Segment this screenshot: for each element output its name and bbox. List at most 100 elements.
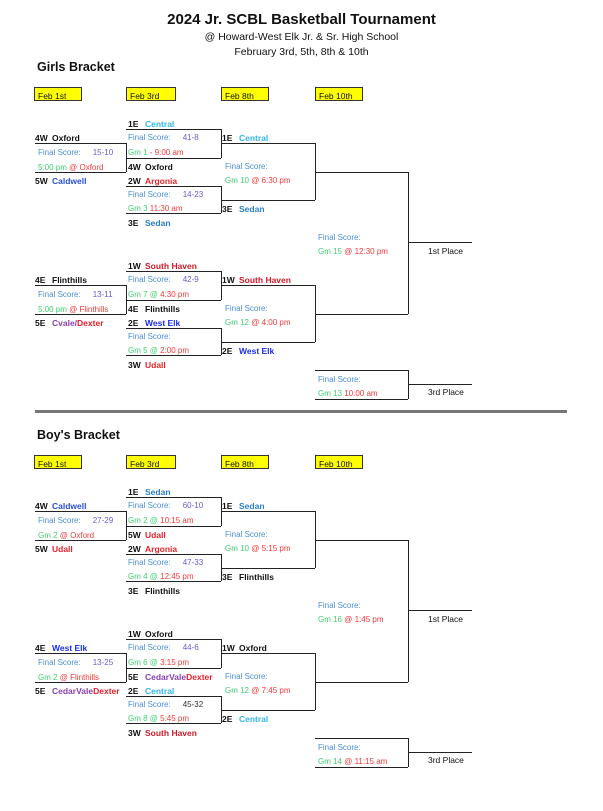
team-name: Udall	[145, 360, 166, 370]
final-score-value: 41-8	[182, 133, 199, 142]
bracket-line	[315, 172, 408, 173]
final-score: Final Score:42-9	[128, 274, 199, 286]
game-info-part: @ 12:30 pm	[344, 247, 388, 256]
final-score: Final Score:27-29	[38, 515, 113, 527]
team-seed: 5W	[35, 176, 48, 186]
team-name: CedarVale	[145, 672, 187, 682]
bracket-line	[221, 186, 222, 213]
page-title: 2024 Jr. SCBL Basketball Tournament	[167, 11, 436, 28]
final-score: Final Score:60-10	[128, 500, 203, 512]
bracket-title: Boy's Bracket	[37, 428, 120, 442]
final-score-label: Final Score:	[318, 233, 361, 242]
bracket-line	[315, 511, 316, 568]
final-score-label: Final Score:	[225, 162, 268, 171]
bracket-line	[35, 540, 126, 541]
final-score: Final Score:	[225, 161, 268, 173]
final-score: Final Score:	[128, 331, 171, 343]
bracket-line	[126, 328, 221, 329]
final-score-value: 44-6	[182, 643, 199, 652]
final-score: Final Score:	[318, 232, 361, 244]
final-score: Final Score:15-10	[38, 147, 113, 159]
bracket-line	[315, 370, 408, 371]
team-seed: 5E	[35, 318, 46, 328]
team-name: Argonia	[145, 176, 178, 186]
final-score-label: Final Score:	[225, 672, 268, 681]
game-info: Gm 7 @ 4:30 pm	[128, 289, 189, 301]
team-slot: 2W Argonia	[128, 175, 177, 187]
final-score-value: 13-11	[92, 290, 113, 299]
first-place-label: 1st Place	[428, 246, 463, 256]
team-name: Udall	[145, 530, 166, 540]
game-info-part: Gm 10	[225, 544, 252, 553]
bracket-line	[315, 540, 408, 541]
team-name: Flinthills	[145, 586, 180, 596]
bracket-line	[315, 399, 408, 400]
game-info: 5:00 pm @ Flinthills	[38, 304, 108, 316]
bracket-line	[35, 682, 126, 683]
game-info-part: @ Oxford	[59, 531, 95, 540]
team-seed: 1W	[222, 643, 235, 653]
bracket-line	[315, 314, 408, 315]
team-name: Sedan	[239, 204, 265, 214]
third-place-label: 3rd Place	[428, 387, 464, 397]
game-info-part: - 9:00 am	[147, 148, 184, 157]
bracket-line	[126, 355, 221, 356]
game-info-part: Gm 13	[318, 389, 345, 398]
game-info-part: Gm 2 @	[128, 516, 161, 525]
team-name: Flinthills	[239, 572, 274, 582]
team-name: Sedan	[239, 501, 265, 511]
game-info-part: 11:30 am	[149, 204, 183, 213]
bracket-line	[126, 497, 221, 498]
game-info: Gm 15 @ 12:30 pm	[318, 246, 388, 258]
game-info-part: 3:15 pm	[160, 658, 190, 667]
final-score-label: Final Score:	[225, 304, 268, 313]
team-seed: 1W	[128, 629, 141, 639]
team-name: Dexter	[93, 686, 120, 696]
round-date-3: Feb 8th	[221, 455, 269, 469]
team-name: South Haven	[239, 275, 291, 285]
bracket-line	[221, 143, 315, 144]
team-slot: 1W Oxford	[128, 628, 173, 640]
game-info: Gm 6 @ 3:15 pm	[128, 657, 189, 669]
team-seed: 2W	[128, 544, 141, 554]
team-name: Oxford	[145, 629, 173, 639]
game-info: Gm 5 @ 2:00 pm	[128, 345, 189, 357]
game-info-part: Gm 5 @	[128, 346, 161, 355]
team-name: Oxford	[145, 162, 173, 172]
final-score: Final Score:	[225, 303, 268, 315]
bracket-line	[315, 653, 316, 710]
game-info-part: Gm 6 @	[128, 658, 161, 667]
team-seed: 3W	[128, 360, 141, 370]
team-name: Oxford	[52, 133, 80, 143]
bracket-line	[126, 285, 127, 314]
bracket-line	[35, 285, 126, 286]
game-info: Gm 14 @ 11:15 am	[318, 756, 387, 768]
team-seed: 2W	[128, 176, 141, 186]
bracket-line	[126, 723, 221, 724]
bracket-line	[408, 540, 409, 682]
final-score-label: Final Score:	[128, 190, 171, 199]
bracket-line	[315, 738, 408, 739]
team-name: Dexter	[186, 672, 213, 682]
team-seed: 3W	[128, 728, 141, 738]
team-name: Caldwell	[52, 501, 87, 511]
bracket-line	[408, 752, 472, 753]
game-info-part: 5:45 pm	[160, 714, 190, 723]
bracket-line	[126, 526, 221, 527]
game-info-part: Gm 1	[128, 148, 148, 157]
bracket-line	[126, 639, 221, 640]
team-seed: 1E	[128, 119, 139, 129]
final-score-label: Final Score:	[128, 275, 171, 284]
